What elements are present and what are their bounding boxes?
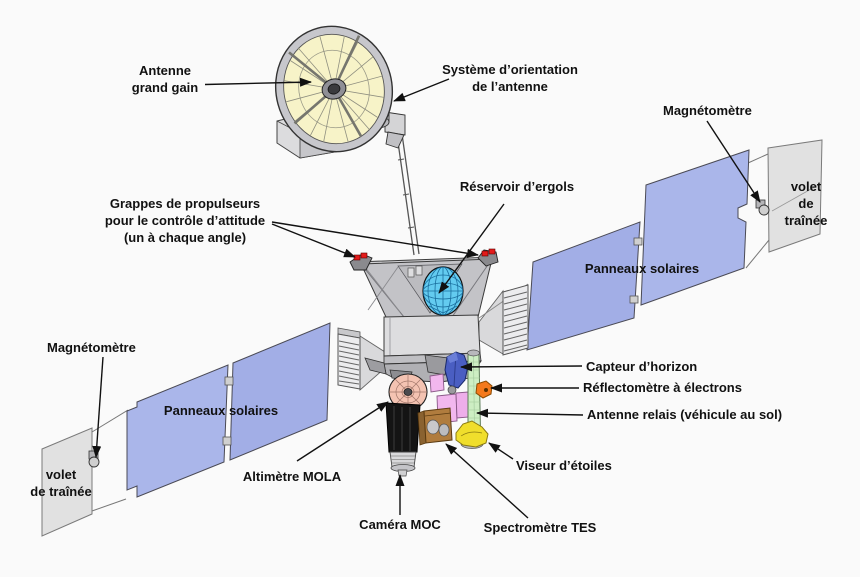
arrow-magnetometre-gauche: [92, 356, 104, 458]
solar-panel-right-inner: [526, 221, 641, 351]
radiator-left: [337, 327, 386, 391]
solar-panel-left-inner: [229, 322, 331, 461]
label-antenne-grand-gain: Antenne grand gain: [131, 63, 199, 95]
label-viseur-etoiles: Viseur d’étoiles: [516, 458, 612, 473]
pink-box-right: [455, 391, 470, 419]
arrow-reservoir-ergols: [438, 203, 505, 294]
solar-wing-right: [478, 139, 823, 356]
drag-flap-right: [767, 139, 823, 253]
arrow-viseur-etoiles: [488, 442, 514, 460]
tes-spectrometer: [417, 407, 453, 446]
solar-panel-right-outer: [640, 149, 750, 306]
label-camera-moc: Caméra MOC: [359, 517, 441, 532]
arrow-antenne-relais: [476, 408, 584, 418]
label-volet-trainee-gauche: volet de traînée: [30, 467, 92, 499]
horizon-sensor: [444, 351, 469, 389]
solar-panel-left-outer: [126, 364, 229, 498]
label-capteur-horizon: Capteur d’horizon: [586, 359, 698, 374]
equipment-module: [383, 314, 481, 357]
propellant-tank: [422, 266, 464, 316]
electron-reflectometer: [475, 380, 493, 399]
label-magnetometre-gauche: Magnétomètre: [47, 340, 136, 355]
label-panneaux-solaires-droit: Panneaux solaires: [584, 261, 700, 276]
magnetometer-device-right: [755, 199, 770, 216]
arrow-altimetre-mola: [296, 401, 389, 462]
antenna-mast: [395, 126, 420, 256]
drag-flap-left: [41, 427, 93, 537]
label-magnetometre-droit: Magnétomètre: [663, 103, 752, 118]
arrow-capteur-horizon: [460, 362, 583, 372]
arrow-spectrometre-tes: [445, 443, 529, 519]
thruster-cluster-left: [349, 252, 373, 271]
label-antenne-relais: Antenne relais (véhicule au sol): [587, 407, 783, 422]
arrow-magnetometre-droit: [706, 120, 761, 203]
arrow-antenne-grand-gain: [204, 77, 312, 87]
moc-camera: [385, 402, 421, 477]
arrow-systeme-orientation: [393, 78, 450, 102]
label-volet-trainee-droit: volet de traînée: [784, 179, 828, 228]
magnetometer-device-left: [88, 450, 100, 468]
solar-wing-left: [41, 322, 386, 537]
label-panneaux-solaires-gauche: Panneaux solaires: [163, 403, 279, 418]
star-sensor: [455, 420, 489, 449]
label-spectrometre-tes: Spectromètre TES: [483, 520, 597, 535]
label-systeme-orientation: Système d’orientation de l’antenne: [442, 62, 578, 94]
radiator-right: [478, 283, 529, 356]
label-reflectometre: Réflectomètre à électrons: [583, 380, 742, 395]
arrow-grappes-gauche: [271, 223, 356, 258]
thruster-cluster-right: [477, 248, 499, 267]
label-grappes-propulseurs: Grappes de propulseurs pour le contrôle …: [104, 196, 266, 245]
pink-box-small: [429, 373, 445, 393]
annotation-arrows: [92, 77, 761, 519]
label-reservoir-ergols: Réservoir d’ergols: [459, 179, 575, 194]
high-gain-antenna: [274, 25, 394, 153]
arrow-grappes-droit: [271, 221, 479, 258]
label-altimetre-mola: Altimètre MOLA: [242, 469, 342, 484]
